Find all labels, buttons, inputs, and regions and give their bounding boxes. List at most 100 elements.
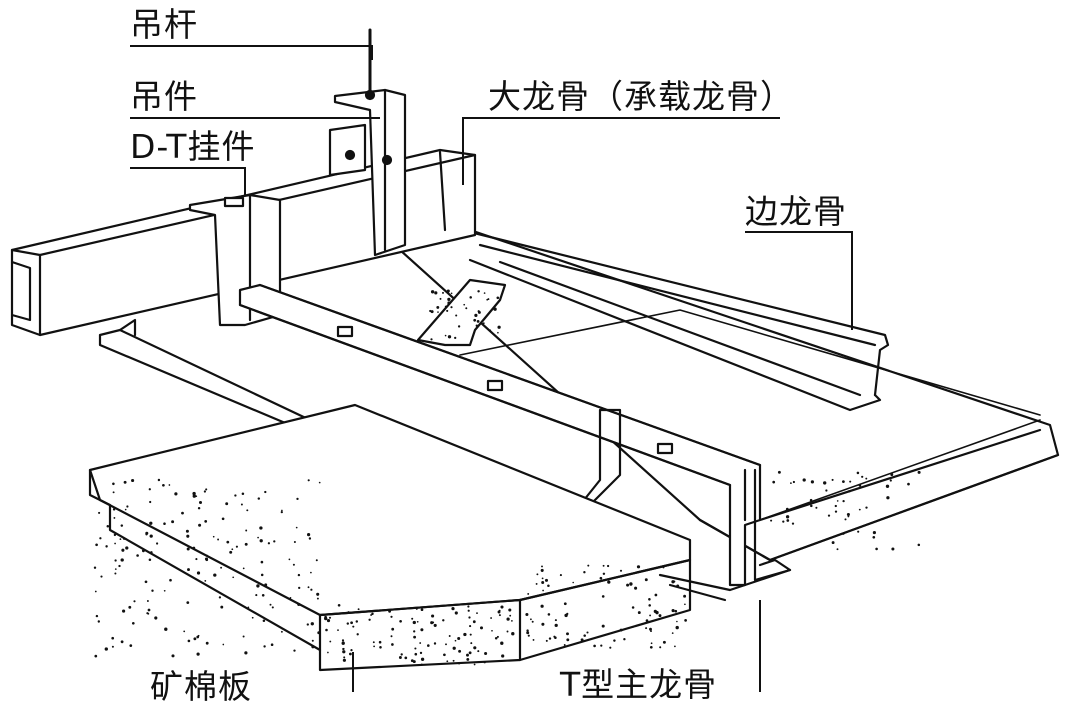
texture-speck: [445, 643, 447, 646]
texture-speck: [97, 620, 100, 623]
texture-speck: [318, 481, 321, 484]
texture-speck: [834, 504, 837, 508]
texture-speck: [607, 580, 611, 584]
texture-speck: [390, 635, 393, 638]
texture-speck: [414, 652, 418, 656]
texture-speck: [412, 620, 416, 625]
texture-speck: [310, 622, 314, 626]
texture-speck: [232, 576, 235, 579]
texture-speck: [650, 630, 652, 633]
texture-speck: [600, 644, 603, 647]
texture-speck: [150, 551, 153, 554]
texture-speck: [398, 656, 402, 659]
texture-speck: [684, 603, 686, 606]
texture-speck: [251, 616, 254, 619]
texture-speck: [470, 642, 473, 645]
texture-speck: [186, 534, 190, 538]
texture-speck: [467, 609, 470, 612]
texture-speck: [273, 540, 276, 543]
texture-speck: [439, 297, 442, 300]
texture-speck: [526, 629, 529, 632]
texture-speck: [847, 515, 850, 518]
texture-speck: [443, 653, 446, 657]
texture-speck: [496, 635, 499, 638]
texture-speck: [842, 532, 845, 535]
texture-speck: [399, 619, 402, 623]
texture-speck: [373, 645, 375, 648]
texture-speck: [548, 637, 552, 640]
texture-speck: [328, 616, 332, 619]
texture-speck: [169, 578, 172, 582]
texture-speck: [844, 518, 847, 521]
texture-speck: [187, 568, 190, 572]
texture-speck: [263, 645, 266, 648]
texture-speck: [673, 580, 676, 583]
texture-speck: [379, 646, 382, 649]
texture-speck: [244, 542, 248, 546]
texture-speck: [653, 609, 657, 614]
texture-speck: [368, 618, 371, 621]
texture-speck: [247, 606, 250, 609]
texture-speck: [149, 521, 153, 525]
texture-speck: [311, 639, 314, 642]
texture-speck: [586, 631, 589, 634]
texture-speck: [865, 506, 868, 509]
texture-speck: [890, 473, 894, 477]
texture-speck: [341, 639, 345, 642]
texture-speck: [463, 303, 466, 306]
texture-speck: [554, 619, 557, 622]
texture-speck: [288, 558, 291, 561]
texture-speck: [917, 543, 921, 547]
texture-speck: [131, 478, 135, 483]
texture-speck: [444, 305, 447, 308]
texture-speck: [121, 548, 125, 552]
texture-speck: [541, 581, 545, 584]
texture-speck: [416, 620, 419, 623]
texture-speck: [257, 536, 259, 539]
texture-speck: [891, 547, 895, 551]
texture-speck: [317, 631, 321, 635]
texture-speck: [350, 648, 353, 652]
texture-speck: [875, 547, 878, 551]
texture-speck: [650, 642, 653, 645]
texture-speck: [815, 506, 818, 509]
texture-speck: [506, 617, 510, 621]
texture-speck: [128, 605, 132, 609]
texture-speck: [631, 626, 634, 628]
texture-speck: [198, 523, 202, 527]
texture-speck: [112, 482, 115, 486]
texture-speck: [506, 630, 509, 633]
texture-speck: [649, 614, 652, 617]
texture-speck: [434, 291, 438, 295]
edge-runner: [468, 230, 890, 412]
texture-speck: [541, 577, 544, 580]
texture-speck: [825, 489, 828, 492]
texture-speck: [197, 634, 200, 637]
texture-speck: [645, 627, 648, 630]
texture-speck: [676, 620, 678, 623]
texture-speck: [484, 651, 488, 656]
texture-speck: [205, 641, 209, 645]
texture-speck: [327, 651, 329, 654]
texture-speck: [483, 292, 486, 294]
texture-speck: [295, 526, 298, 529]
texture-speck: [342, 647, 345, 650]
texture-speck: [531, 620, 534, 623]
texture-speck: [371, 612, 374, 616]
texture-speck: [157, 478, 161, 482]
texture-speck: [631, 606, 635, 609]
texture-speck: [378, 640, 382, 644]
label-mineral-board: 矿棉板: [150, 667, 252, 706]
texture-speck: [192, 546, 196, 550]
texture-speck: [205, 488, 208, 491]
texture-speck: [225, 502, 229, 506]
texture-speck: [269, 603, 272, 606]
board-outline: [459, 309, 1041, 521]
texture-speck: [349, 652, 352, 656]
texture-speck: [118, 564, 121, 568]
texture-speck: [907, 482, 910, 486]
texture-speck: [509, 614, 512, 617]
texture-speck: [93, 566, 97, 569]
texture-speck: [329, 640, 332, 643]
